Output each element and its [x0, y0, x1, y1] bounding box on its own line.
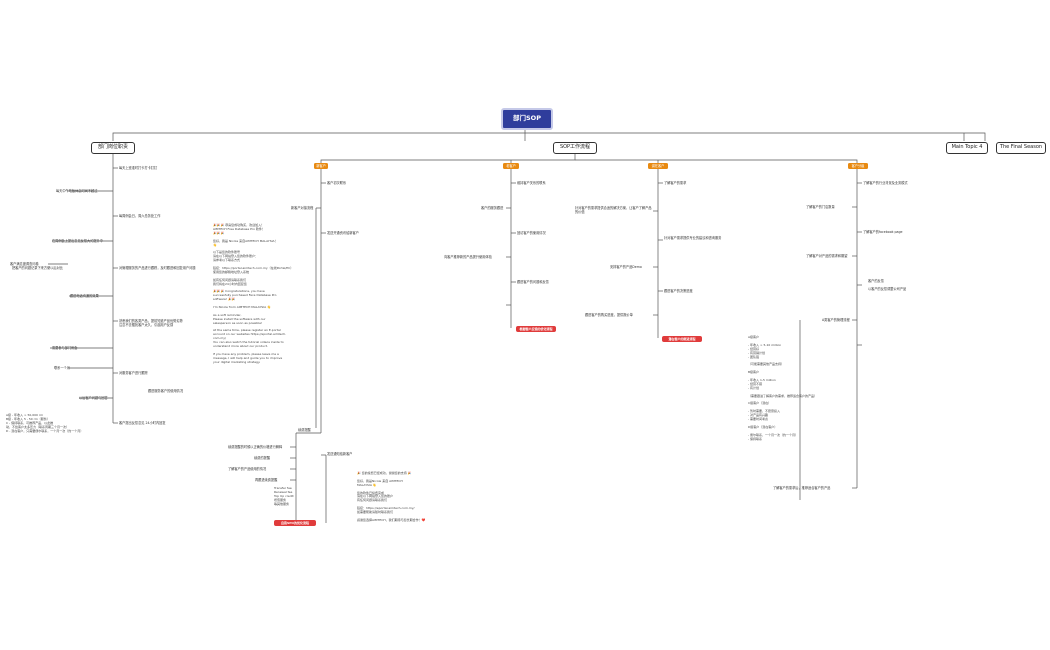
tag-potential-customer[interactable]: 潜在客户 — [648, 163, 668, 169]
b2-item[interactable]: 跟进客户的问题和反馈 — [517, 280, 549, 284]
tag-customer-grade[interactable]: 客户分级 — [848, 163, 868, 169]
b4-grade-note: A级客户 - 年收入 > 5-10 million - 经营好 - 有营销计划 … — [748, 335, 818, 441]
b3-item[interactable]: 跟进客户的决策进度 — [664, 289, 693, 293]
dept-bottom-note: A级 - 年收入 > 50,000 rm B级 - 年收入 5 - 50 rm（… — [6, 413, 84, 433]
dept-item[interactable]: 在周例会上提出意见反馈大约提升中 — [52, 239, 103, 243]
b4-item[interactable]: 了解客户对产品的需求和期望 — [806, 254, 848, 258]
dept-item[interactable]: 客户提出反馈意见 24小时内回复 — [119, 421, 166, 425]
b3-red-tag[interactable]: 潜在客户的跟进流程 — [662, 336, 702, 342]
b2-item[interactable]: 维持客户关系的联系 — [517, 181, 546, 185]
b1-renewal-item[interactable]: 了解客户的产品使用的情况 — [228, 467, 267, 471]
b1-renewal-item[interactable]: 续费的提醒 — [254, 456, 270, 460]
dept-item[interactable]: 跟进电话沟通的效果 — [70, 294, 99, 298]
dept-item[interactable]: 每天中午吃饭休息时间不超过 — [56, 189, 98, 193]
tag-new-customer[interactable]: 新客户 — [314, 163, 328, 169]
topic-final-season[interactable]: The Final Season — [996, 142, 1046, 154]
dept-item[interactable]: 对服务客户进行跟踪 — [119, 371, 148, 375]
b1-item[interactable]: 发送开通资讯给新客户 — [327, 231, 359, 235]
b3-item[interactable]: 安排客户的产品Demo — [610, 265, 642, 269]
b3-item[interactable]: 跟进客户的购买进度，提供报价单 — [585, 313, 633, 317]
b1-reply-note: 🎉 您的续费已经成功，谢谢您的支持 🎉 您好，我是Nicole 来自 AIMTE… — [357, 471, 426, 522]
b4-item[interactable]: 客户的反馈 — [868, 279, 884, 283]
dept-note[interactable]: 把客户的问题记录下来方便以后对比 — [12, 266, 63, 270]
b4-item[interactable]: A类客户的管理流程 — [822, 318, 850, 322]
b1-item[interactable]: 新客户对接流程 — [291, 206, 314, 210]
b3-item[interactable]: 针对客户需求提供专业的建议和咨询服务 — [664, 236, 722, 240]
b1-item[interactable]: 客户初次联系 — [327, 181, 347, 185]
root-node[interactable]: 部门SOP — [501, 108, 553, 130]
b2-item[interactable]: 向客户推荐新的产品提升使用体验 — [444, 255, 492, 259]
dept-item[interactable]: 对管理服务的产品进行跟踪，及时跟进和回复用户问题 — [119, 266, 196, 270]
b2-item[interactable]: 回访客户的使用情况 — [517, 231, 546, 235]
dept-item[interactable]: 熟悉我们的各类产品，提前知道产品优势劣势 — [119, 319, 183, 323]
b4-item[interactable]: 了解客户的门店数量 — [806, 205, 835, 209]
dept-item[interactable]: 注意不去骚扰客户太久，引起用户反感 — [119, 323, 174, 327]
dept-item[interactable]: 每天上班准时打卡打卡钉钉 — [119, 166, 158, 170]
b1-renewal-item[interactable]: 续费提醒的时候以正确的价格进行解释 — [228, 445, 283, 449]
dept-item[interactable]: 跟进服务客户的使用情况 — [148, 389, 184, 393]
topic-main-4[interactable]: Main Topic 4 — [946, 142, 988, 154]
b1-item[interactable]: 发送通知给新客户 — [327, 452, 353, 456]
b3-item[interactable]: 了解客户的需求 — [664, 181, 687, 185]
topic-dept-duties[interactable]: 部门岗位职责 — [91, 142, 135, 154]
topic-sop-flow[interactable]: SOP工作流程 — [553, 142, 597, 154]
dept-item[interactable]: 每周例会日，周六总务处工作 — [119, 214, 161, 218]
b1-fee-list: Transfer fee Renewal fee Top Up credit 增… — [274, 486, 294, 506]
b1-message: 🎉🎉🎉 恭喜您成功购买，欢迎加入！ AIMTECH Free Database … — [213, 223, 294, 364]
b2-red-tag[interactable]: 根据客户反馈的优化流程 — [516, 326, 556, 332]
b2-item[interactable]: 客户的服务跟进 — [481, 206, 504, 210]
b4-item[interactable]: 以客户的反馈调整公司产品 — [868, 287, 907, 291]
dept-note[interactable]: 需要参与部门例会 — [52, 346, 78, 350]
b1-renewal[interactable]: 续费提醒 — [298, 428, 311, 432]
b1-red-tag[interactable]: 自我SPO的优化流程 — [274, 520, 316, 526]
b4-item[interactable]: 了解客户的facebook page — [863, 230, 903, 234]
b4-bottom[interactable]: 了解客户的需求后，推荐适合客户的产品 — [773, 486, 831, 490]
b4-item[interactable]: 了解客户的行业背景及业务模式 — [863, 181, 908, 185]
dept-note[interactable]: 客户满意度调查问卷 — [10, 262, 39, 266]
dept-note[interactable]: 联系一个月 — [54, 366, 70, 370]
tag-old-customer[interactable]: 老客户 — [503, 163, 519, 169]
dept-note[interactable]: 以后客户问题与回答 — [79, 396, 108, 400]
b3-item[interactable]: 针对客户的需求提供合适的解决方案，让客户了解产品的价值 — [575, 206, 652, 215]
b1-renewal-item[interactable]: 再跟进续费提醒 — [255, 478, 278, 482]
